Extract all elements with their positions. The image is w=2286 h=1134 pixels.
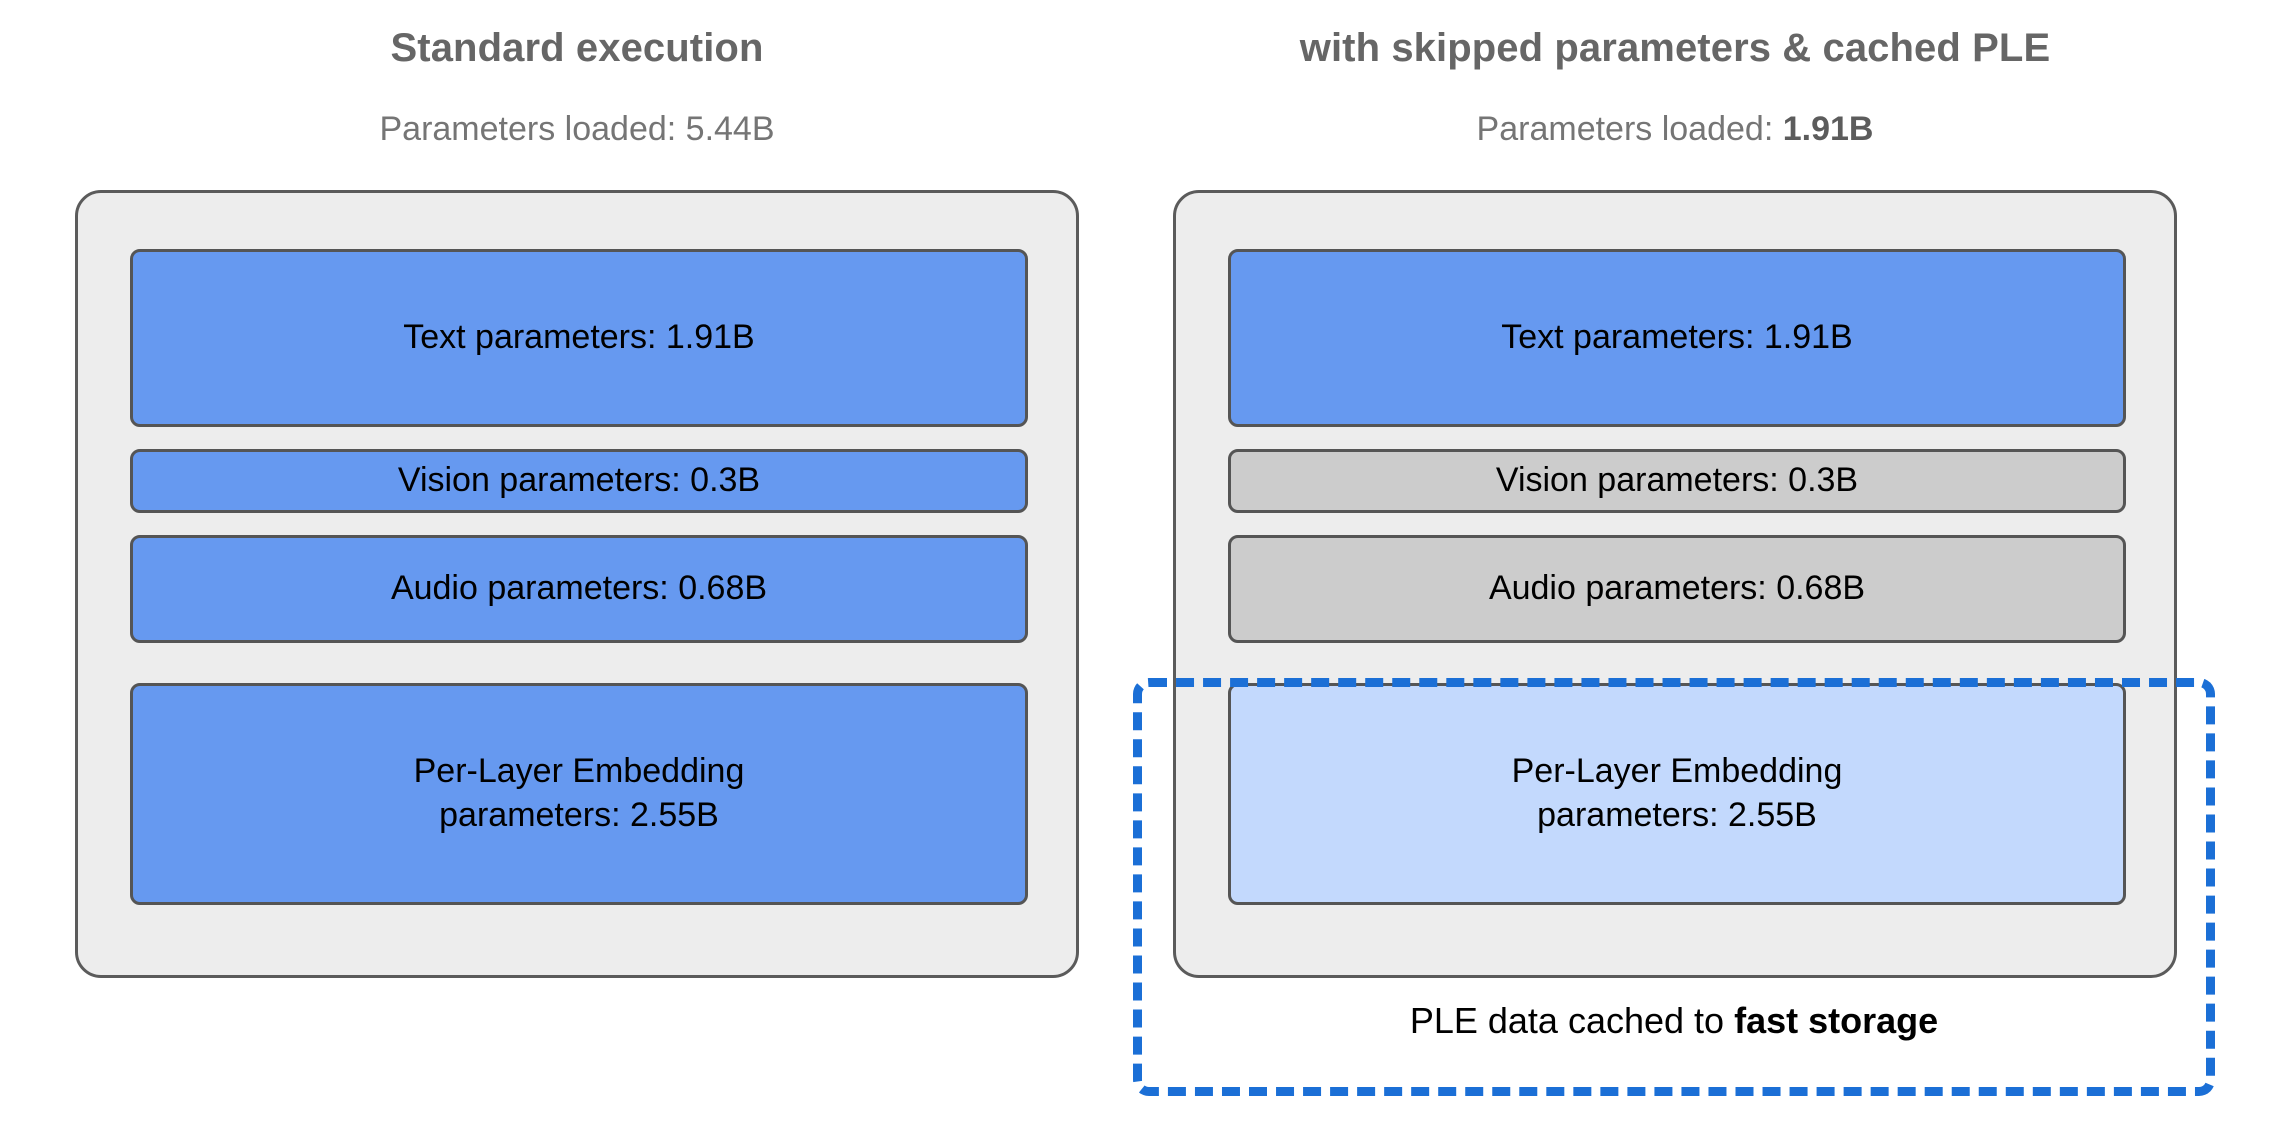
panel-optimized-subtitle-prefix: Parameters loaded: bbox=[1476, 110, 1783, 148]
block-label: Text parameters: 1.91B bbox=[1501, 318, 1853, 357]
panel-optimized-card: Text parameters: 1.91B Vision parameters… bbox=[1173, 190, 2177, 978]
block-vision-parameters-optimized[interactable]: Vision parameters: 0.3B bbox=[1228, 449, 2126, 513]
block-label-line1: Per-Layer Embedding bbox=[1511, 752, 1843, 791]
block-label-line2: parameters: 2.55B bbox=[1537, 796, 1817, 834]
panel-standard-card: Text parameters: 1.91B Vision parameters… bbox=[75, 190, 1079, 978]
block-audio-parameters-standard[interactable]: Audio parameters: 0.68B bbox=[130, 535, 1028, 643]
block-label: Vision parameters: 0.3B bbox=[397, 461, 761, 500]
panel-optimized-subtitle-value: 1.91B bbox=[1782, 110, 1874, 148]
panel-standard-subtitle-value: 5.44B bbox=[685, 110, 775, 148]
block-label: Text parameters: 1.91B bbox=[403, 318, 755, 357]
panel-standard-title: Standard execution bbox=[390, 26, 764, 70]
panel-standard-subtitle: Parameters loaded: 5.44B bbox=[75, 110, 1079, 149]
block-ple-parameters-standard[interactable]: Per-Layer Embedding parameters: 2.55B bbox=[130, 683, 1028, 905]
block-label: Vision parameters: 0.3B bbox=[1495, 461, 1859, 500]
block-ple-parameters-optimized[interactable]: Per-Layer Embedding parameters: 2.55B bbox=[1228, 683, 2126, 905]
cached-storage-caption: PLE data cached to fast storage bbox=[1133, 1000, 2215, 1042]
block-text-parameters-standard[interactable]: Text parameters: 1.91B bbox=[130, 249, 1028, 427]
block-label-line1: Per-Layer Embedding bbox=[413, 752, 745, 791]
panel-optimized-subtitle: Parameters loaded: 1.91B bbox=[1173, 110, 2177, 149]
block-label-line2: parameters: 2.55B bbox=[439, 796, 719, 834]
block-text-parameters-optimized[interactable]: Text parameters: 1.91B bbox=[1228, 249, 2126, 427]
panel-optimized-title: with skipped parameters & cached PLE bbox=[1299, 26, 2051, 70]
panel-standard-subtitle-prefix: Parameters loaded: bbox=[379, 110, 686, 148]
block-label: Audio parameters: 0.68B bbox=[390, 569, 768, 608]
block-audio-parameters-optimized[interactable]: Audio parameters: 0.68B bbox=[1228, 535, 2126, 643]
caption-prefix: PLE data cached to bbox=[1409, 1000, 1735, 1041]
caption-emphasis: fast storage bbox=[1734, 1000, 1939, 1041]
block-vision-parameters-standard[interactable]: Vision parameters: 0.3B bbox=[130, 449, 1028, 513]
block-label: Audio parameters: 0.68B bbox=[1488, 569, 1866, 608]
